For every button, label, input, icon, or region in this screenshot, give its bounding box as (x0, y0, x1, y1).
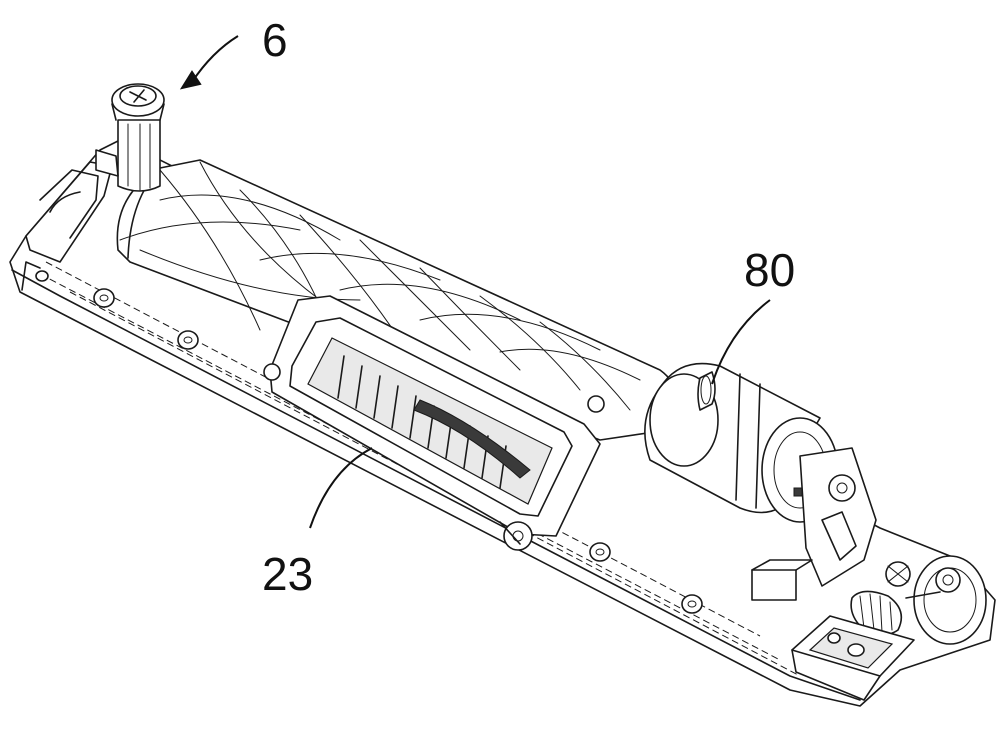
leader-screw (192, 36, 238, 82)
label-screw: 6 (262, 14, 288, 66)
label-motor: 80 (744, 244, 795, 296)
label-grille: 23 (262, 548, 313, 600)
